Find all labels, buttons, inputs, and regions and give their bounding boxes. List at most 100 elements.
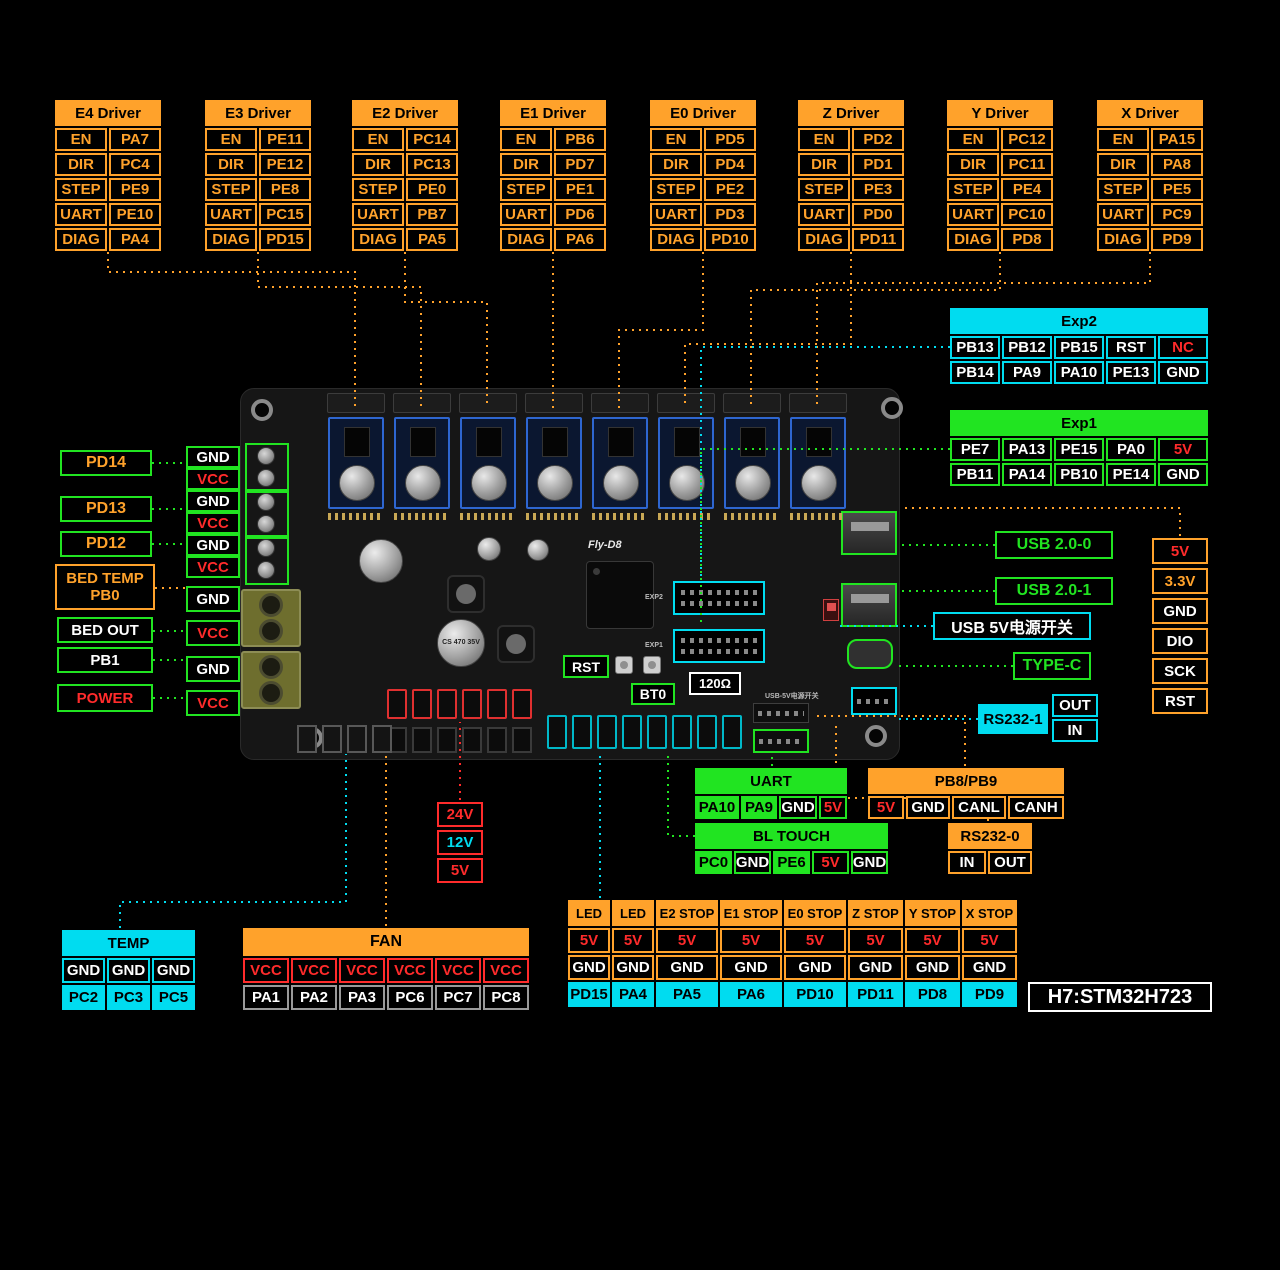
endstop-pin: GND: [905, 955, 960, 980]
power-input: 5V: [437, 858, 483, 883]
terminal-screw: [259, 593, 283, 617]
exp1-pin: PE14: [1106, 463, 1156, 486]
driver-pin-value: PC13: [406, 153, 458, 176]
endstop-connector: [622, 715, 642, 749]
driver-chip: [674, 427, 700, 457]
interface-pin: GND: [1152, 598, 1208, 624]
driver-pin-label: UART: [205, 203, 257, 226]
gnd-label: GND: [186, 534, 240, 556]
usb-silk: USB-5V电源开关: [765, 693, 819, 700]
terminal-screw: [259, 681, 283, 705]
driver-pin-value: PE1: [554, 178, 606, 201]
fan-connector: [412, 689, 432, 719]
uart-table-pin: PA10: [695, 796, 739, 819]
endstop-connector: [672, 715, 692, 749]
gnd-label: GND: [186, 490, 240, 512]
rs232-connector: [851, 687, 897, 715]
pin-header: [526, 513, 582, 520]
driver-pin-label: EN: [352, 128, 404, 151]
power-input: 24V: [437, 802, 483, 827]
exp1-title: Exp1: [950, 410, 1208, 436]
exp2-pin: PA10: [1054, 361, 1104, 384]
connector: [462, 727, 482, 753]
driver-pin-label: DIAG: [352, 228, 404, 251]
exp2-pin: PB13: [950, 336, 1000, 359]
fan-pin: VCC: [435, 958, 481, 983]
driver-pin-value: PD0: [852, 203, 904, 226]
exp1-pin: 5V: [1158, 438, 1208, 461]
driver-chip: [476, 427, 502, 457]
endstop-connector: [697, 715, 717, 749]
driver-pin-value: PA15: [1151, 128, 1203, 151]
fan-connector: [487, 689, 507, 719]
usb-port-1: [841, 583, 897, 627]
driver-module: [328, 417, 384, 509]
driver-capacitor: [537, 465, 573, 501]
endstop-title: E1 STOP: [720, 900, 782, 926]
inductor: [447, 575, 485, 613]
vcc-label: VCC: [186, 468, 240, 490]
fan-pin: PA2: [291, 985, 337, 1010]
endstop-title: LED: [612, 900, 654, 926]
driver-pin-value: PC14: [406, 128, 458, 151]
driver-pin-value: PB6: [554, 128, 606, 151]
driver-chip: [608, 427, 634, 457]
driver-pin-value: PD4: [704, 153, 756, 176]
usb-tongue: [851, 594, 889, 603]
fan-pin: VCC: [243, 958, 289, 983]
driver-pin-value: PE9: [109, 178, 161, 201]
driver-chip: [740, 427, 766, 457]
driver-socket: [591, 393, 649, 413]
uart-table-pin: 5V: [819, 796, 847, 819]
driver-pin-label: DIR: [205, 153, 257, 176]
driver-pin-value: PA8: [1151, 153, 1203, 176]
driver-pin-label: UART: [947, 203, 999, 226]
usb-port-0: [841, 511, 897, 555]
temp-pin: GND: [107, 958, 150, 983]
endstop-connector: [547, 715, 567, 749]
temp-connector: [322, 725, 342, 753]
power-terminal: [241, 589, 301, 647]
driver-pin-value: PC4: [109, 153, 161, 176]
connector: [487, 727, 507, 753]
pin-header: [658, 513, 714, 520]
bed-temp-label: BED TEMP PB0: [55, 564, 155, 610]
pin-header: [394, 513, 450, 520]
driver-pin-value: PE5: [1151, 178, 1203, 201]
pin-header: [328, 513, 384, 520]
driver-pin-value: PE12: [259, 153, 311, 176]
driver-socket: [525, 393, 583, 413]
driver-pin-label: DIAG: [947, 228, 999, 251]
terminal-screw: [259, 655, 283, 679]
bltouch-table-pin: PC0: [695, 851, 732, 874]
driver-pin-label: STEP: [205, 178, 257, 201]
driver-pin-label: DIAG: [55, 228, 107, 251]
driver-pin-label: EN: [500, 128, 552, 151]
board-name: Fly-D8: [588, 539, 622, 551]
fan-connector: [462, 689, 482, 719]
temp-pin: PC2: [62, 985, 105, 1010]
chip-label: H7:STM32H723: [1028, 982, 1212, 1012]
bltouch-table-pin: GND: [851, 851, 888, 874]
pin-row: [681, 648, 757, 654]
endstop-pin: GND: [720, 955, 782, 980]
power-label: POWER: [57, 684, 153, 712]
pb8pb9-table-pin: CANL: [952, 796, 1006, 819]
endstop-pin: 5V: [720, 928, 782, 953]
exp1-pin: PE7: [950, 438, 1000, 461]
capacitor: CS 470 35V: [437, 619, 485, 667]
rs232-1-label: RS232-1: [978, 704, 1048, 734]
pb8pb9-table-pin: CANH: [1008, 796, 1064, 819]
endstop-title: E0 STOP: [784, 900, 846, 926]
driver-table-title: E2 Driver: [352, 100, 458, 126]
